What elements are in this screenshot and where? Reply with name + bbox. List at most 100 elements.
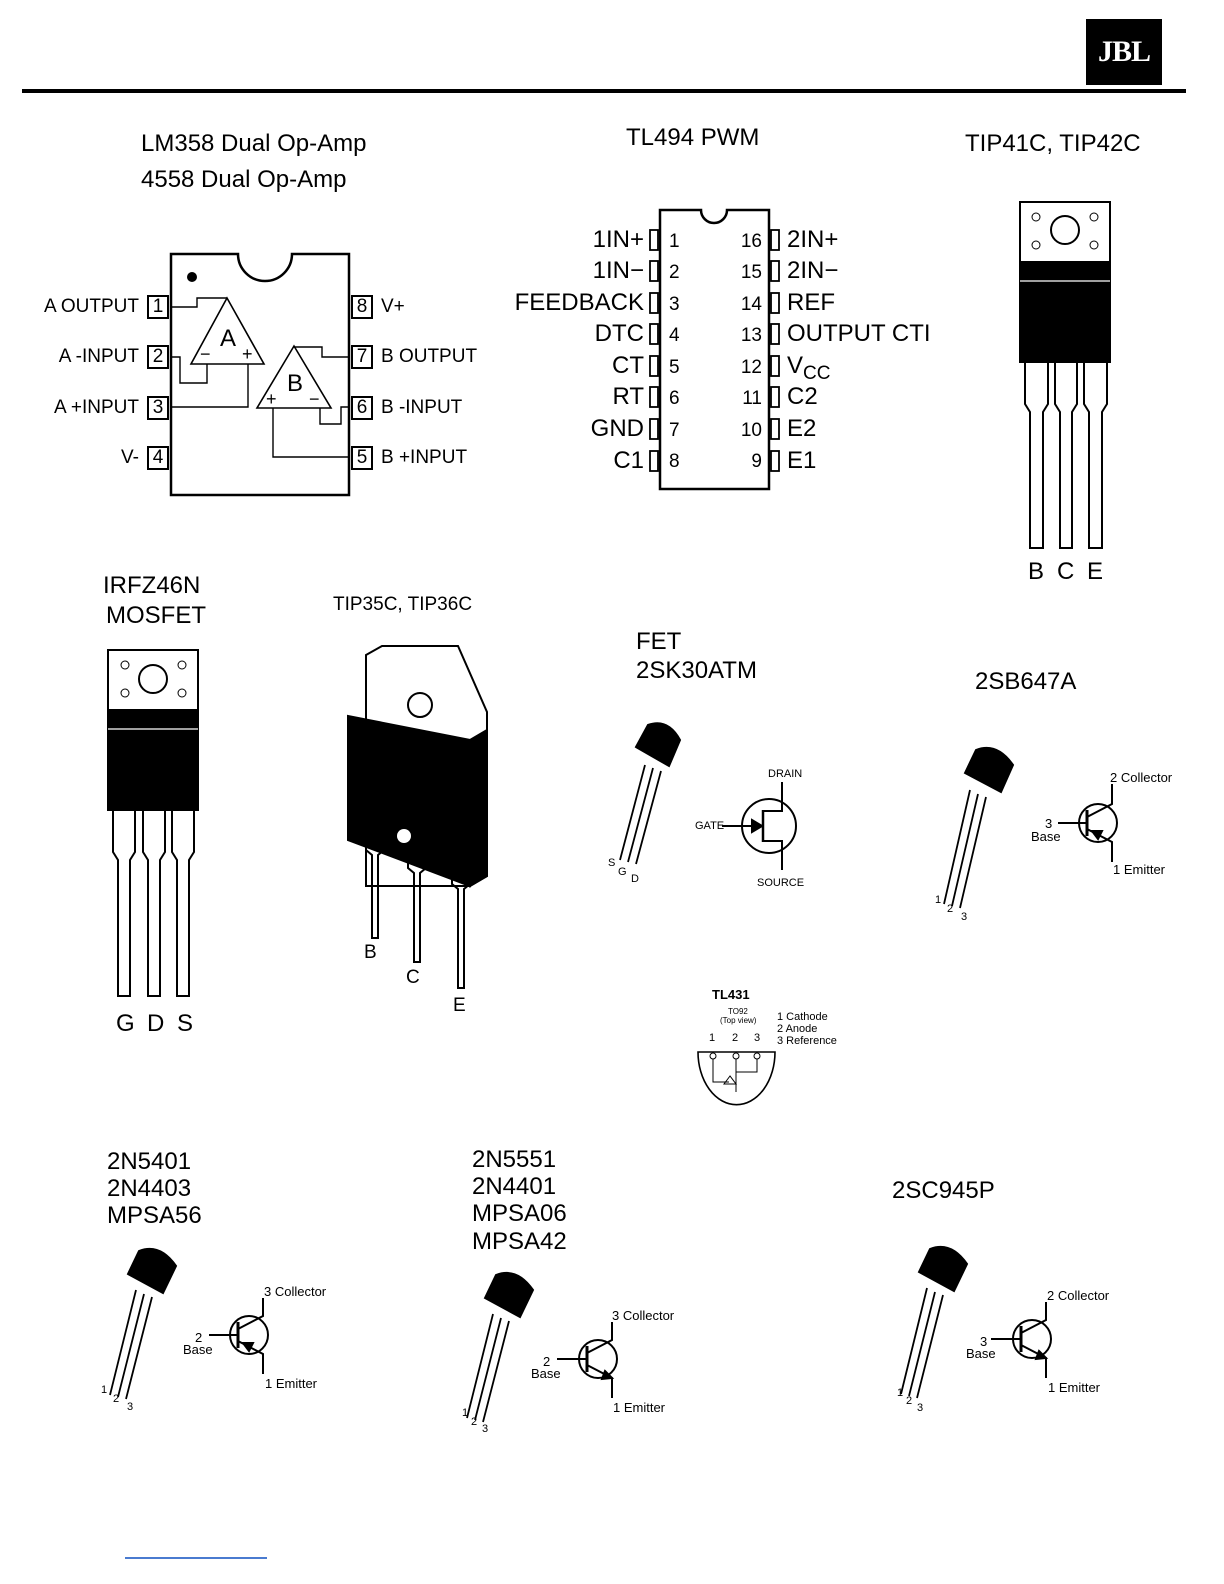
tl494-pin10-num: 10 [740,420,762,441]
fet-pin-s: S [608,857,616,869]
2n5551-collector: 3 Collector [612,1308,675,1323]
tl494-vcc-subscript: CC [803,363,831,384]
4558-title: 4558 Dual Op-Amp [141,166,347,193]
tl494-pin4-label: DTC [594,320,644,347]
b647-package [943,746,1118,909]
fet-package [619,722,797,870]
tl494-pin12-label: VCC [787,352,831,384]
lm358-pin4-label: V- [121,447,139,468]
2n4403-title: 2N4403 [107,1175,192,1202]
tl431-legend-cathode: 1 Cathode [777,1011,828,1023]
lm358-pin6-label: B -INPUT [381,397,463,418]
amp-b-label: B [287,370,304,397]
2sb647a-pin2: 2 [947,903,954,915]
tl494-pin2-label: 1IN− [592,257,644,284]
fet-title: FET [636,628,682,655]
tl431-legend-reference: 3 Reference [777,1035,837,1047]
2sb647a-collector: 2 Collector [1110,770,1173,785]
2sb647a-base-num: 3 [1045,816,1053,831]
2sc945p-pin2: 2 [906,1395,913,1407]
tl494-pin2-num: 2 [669,262,680,283]
tl494-pin15-label: 2IN− [787,257,839,284]
lm358-pin5-label: B +INPUT [381,447,468,468]
mpsa06-title: MPSA06 [472,1200,567,1227]
2sc945p-base-num: 3 [980,1334,988,1349]
tl494-pin15-num: 15 [740,262,762,283]
fet-gate-label: GATE [695,820,725,832]
tl494-pin6-num: 6 [669,388,680,409]
lm358-pin7-num: 7 [356,346,368,367]
2n5401-pin3: 3 [127,1401,134,1413]
tl494-pin13-label: OUTPUT CTI [787,320,931,347]
fet-pin-g: G [618,866,627,878]
tip35-package [347,645,488,989]
mosfet-title: MOSFET [106,602,206,629]
n5551-package [466,1271,618,1423]
2sb647a-title: 2SB647A [975,668,1077,695]
tl494-pin5-num: 5 [669,357,680,378]
tip41-pin-b: B [1028,558,1045,585]
irfz46n-title: IRFZ46N [103,572,201,599]
2n5401-base: Base [183,1342,213,1357]
tip41-package [1019,201,1111,549]
tip35-pin-c: C [406,967,420,988]
2sc945p-collector: 2 Collector [1047,1288,1110,1303]
tip41-pin-c: C [1057,558,1075,585]
lm358-pin8-num: 8 [356,296,368,317]
tl494-pin3-num: 3 [669,294,680,315]
lm358-title: LM358 Dual Op-Amp [141,130,367,157]
lm358-pin6-num: 6 [356,397,368,418]
tl431-pin3: 3 [754,1032,761,1044]
tl494-pin7-num: 7 [669,420,680,441]
mpsa56-title: MPSA56 [107,1202,202,1229]
2n5551-base-num: 2 [543,1354,551,1369]
fet-drain-label: DRAIN [768,768,803,780]
tip35-pin-e: E [453,995,466,1016]
lm358-pin7-label: B OUTPUT [381,346,478,367]
2sc945p-emitter: 1 Emitter [1048,1380,1101,1395]
mpsa42-title: MPSA42 [472,1228,567,1255]
tl431-legend-anode: 2 Anode [777,1023,818,1035]
tl494-pin3-label: FEEDBACK [514,289,644,316]
2n5401-emitter: 1 Emitter [265,1376,318,1391]
tip35-pin-b: B [364,942,377,963]
2n5401-collector: 3 Collector [264,1284,327,1299]
footer-link-underline [125,1557,267,1559]
2sb647a-pin3: 3 [961,911,968,923]
fet-source-label: SOURCE [757,877,805,889]
n5401-package [109,1247,269,1400]
lm358-pin2-num: 2 [152,346,164,367]
tl494-pin11-num: 11 [742,388,762,409]
tl494-pin10-label: E2 [787,415,817,442]
irfz46n-pin-s: S [177,1010,194,1037]
2n5551-base: Base [531,1366,561,1381]
tl494-pin5-label: CT [612,352,644,379]
lm358-pin1-label: A OUTPUT [43,296,139,317]
c945-package [900,1245,1052,1399]
2sc945p-title: 2SC945P [892,1177,995,1204]
lm358-pin8-label: V+ [381,296,405,317]
tl494-pin13-num: 13 [740,325,762,346]
tl494-pin8-label: C1 [613,447,644,474]
tl494-pin8-num: 8 [669,451,680,472]
2n5551-pin1: 1 [462,1407,469,1419]
amp-a-minus: − [200,344,211,364]
2sb647a-base: Base [1031,829,1061,844]
lm358-pin4-num: 4 [152,447,164,468]
2n5551-title: 2N5551 [472,1146,557,1173]
tl494-pin9-num: 9 [751,451,762,472]
2n5401-pin2: 2 [113,1393,120,1405]
lm358-package [147,252,373,497]
amp-b-minus: − [309,389,320,409]
tl494-pin7-label: GND [590,415,644,442]
2sc945p-pin1: 1 [897,1387,904,1399]
irfz46n-package [107,649,199,997]
tip41-pin-e: E [1087,558,1104,585]
lm358-pin3-label: A +INPUT [54,397,139,418]
fet-pin-d: D [631,873,639,885]
tip35-title: TIP35C, TIP36C [333,594,473,615]
tip41-title: TIP41C, TIP42C [965,130,1141,157]
tl494-pin1-label: 1IN+ [592,226,644,253]
irfz46n-pin-d: D [147,1010,165,1037]
